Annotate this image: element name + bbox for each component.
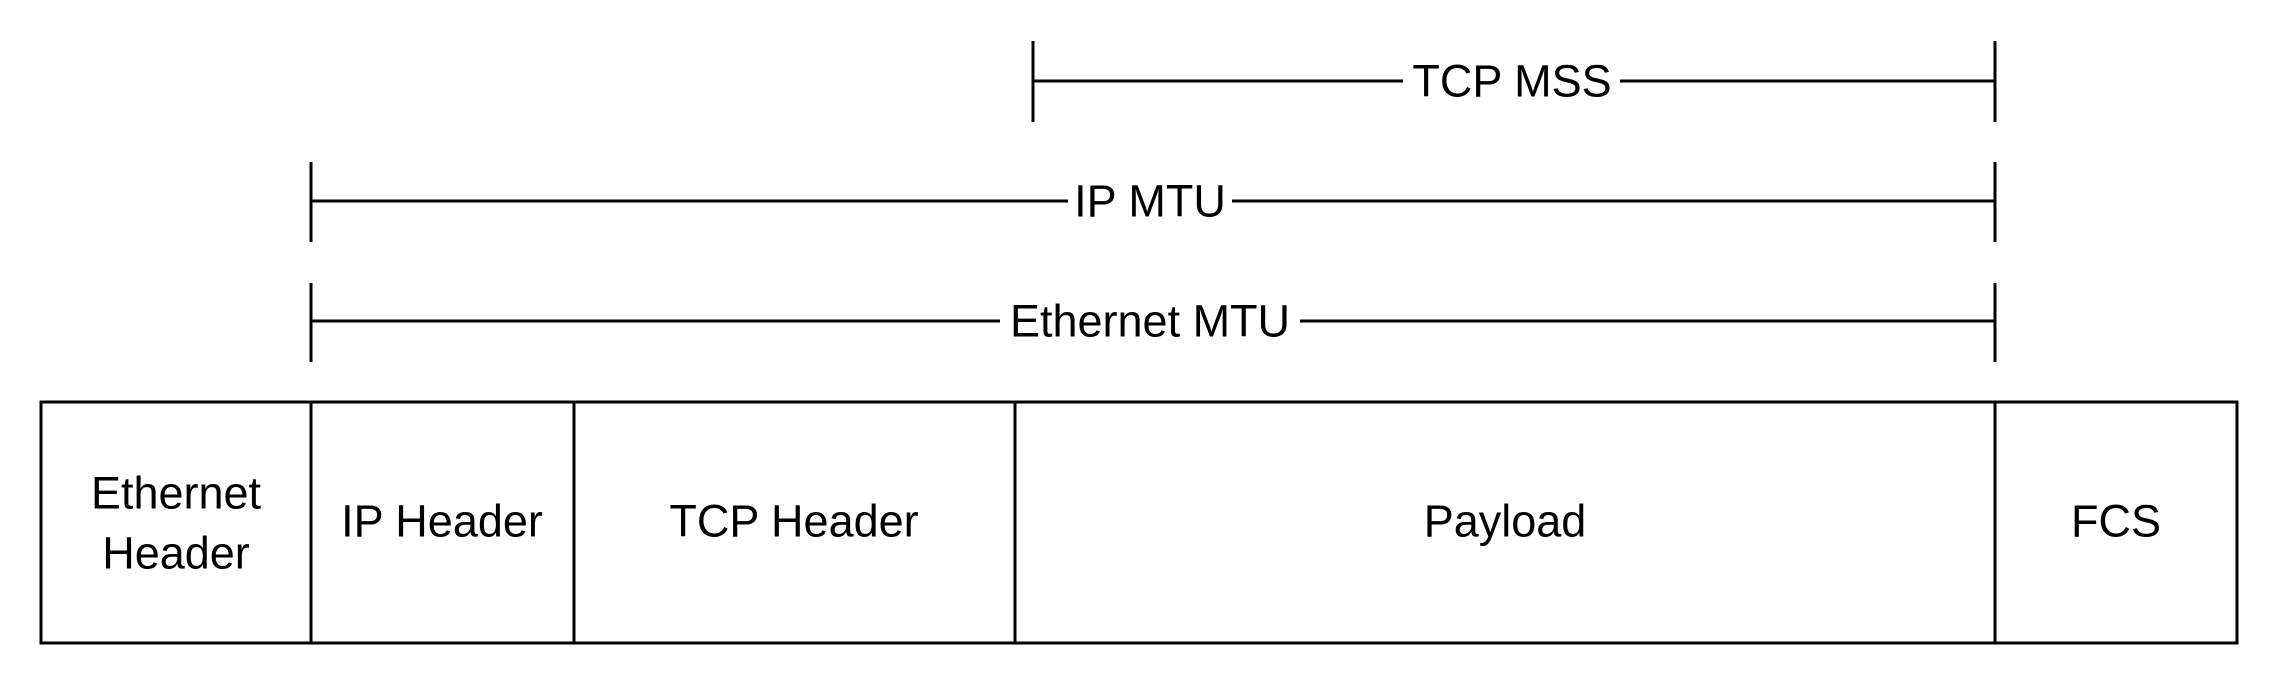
payload-label: Payload [1424, 496, 1587, 547]
ip-header-label: IP Header [341, 496, 543, 547]
frame-border [39, 400, 2239, 645]
ethernet-header-label-line1: Ethernet [91, 468, 262, 519]
ip-mtu-label: IP MTU [1074, 176, 1226, 227]
ethernet-mtu-label: Ethernet MTU [1010, 296, 1290, 347]
tcp-mss-label: TCP MSS [1412, 56, 1611, 107]
ethernet-header-cell: Ethernet Header [91, 468, 262, 579]
ethernet-frame: Ethernet Header IP Header TCP Header Pay… [39, 400, 2239, 645]
fcs-label: FCS [2071, 496, 2161, 547]
tcp-header-label: TCP Header [669, 496, 918, 547]
ip-mtu-dimension: IP MTU [309, 162, 1997, 242]
ethernet-header-label-line2: Header [102, 528, 250, 579]
ethernet-mtu-dimension: Ethernet MTU [309, 283, 1997, 362]
tcp-mss-dimension: TCP MSS [1031, 41, 1997, 122]
